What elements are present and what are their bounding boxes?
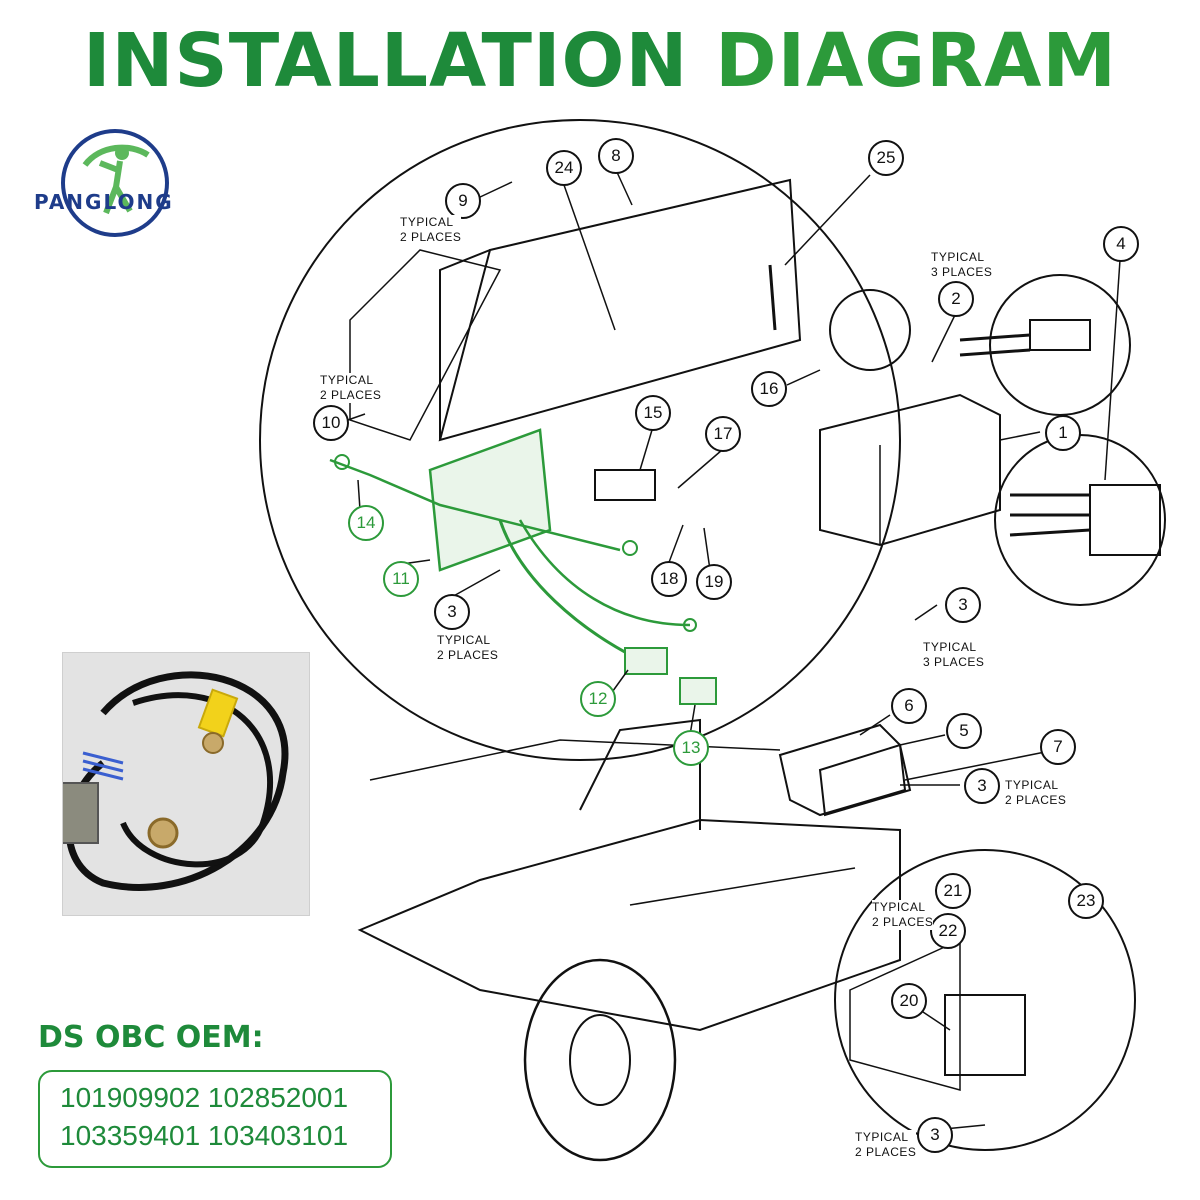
title-word-diagram: DIAGRAM [715, 18, 1118, 104]
places-label: 2 PLACES [437, 648, 499, 662]
callout-3d: 3 [917, 1117, 953, 1153]
callout-3b: 3 [945, 587, 981, 623]
callout-21: 21 [935, 873, 971, 909]
callout-10: 10 [313, 405, 349, 441]
callout-3a: 3 [434, 594, 470, 630]
oem-number-box: 101909902 102852001 103359401 103403101 [38, 1070, 392, 1168]
yellow-grommet [197, 688, 239, 738]
places-label: 2 PLACES [1005, 793, 1067, 807]
callout-11: 11 [383, 561, 419, 597]
typical-label: TYPICAL [923, 640, 977, 654]
callout-20: 20 [891, 983, 927, 1019]
callout-4: 4 [1103, 226, 1139, 262]
harness-wire-14 [329, 458, 621, 552]
obc-bracket-board [428, 428, 552, 572]
callout-16: 16 [751, 371, 787, 407]
callout-24: 24 [546, 150, 582, 186]
connector-13 [679, 677, 717, 705]
places-label: 2 PLACES [400, 230, 462, 244]
places-label: 3 PLACES [931, 265, 993, 279]
harness-wire-12 [498, 519, 641, 662]
oem-line-2: 103359401 103403101 [60, 1120, 349, 1151]
callout-2: 2 [938, 281, 974, 317]
callout-13: 13 [673, 730, 709, 766]
golfer-swing-icon [82, 144, 150, 167]
callout-14: 14 [348, 505, 384, 541]
places-label: 2 PLACES [855, 1145, 917, 1159]
tire [523, 958, 677, 1162]
typical-label: TYPICAL [400, 215, 454, 229]
callout-1: 1 [1045, 415, 1081, 451]
detail-circle-lower [834, 849, 1136, 1151]
typical-label: TYPICAL [437, 633, 491, 647]
callout-5: 5 [946, 713, 982, 749]
callout-19: 19 [696, 564, 732, 600]
places-label: 3 PLACES [923, 655, 985, 669]
callout-12: 12 [580, 681, 616, 717]
logo-text: PANGLONG [34, 190, 174, 214]
brand-logo [61, 129, 169, 237]
vehicle-frame [357, 818, 901, 1032]
callout-7: 7 [1040, 729, 1076, 765]
harness-photo [57, 652, 310, 916]
photo-connector [57, 782, 99, 844]
callout-3c: 3 [964, 768, 1000, 804]
page-title: INSTALLATION DIAGRAM [0, 18, 1200, 104]
typical-label: TYPICAL [1005, 778, 1059, 792]
callout-17: 17 [705, 416, 741, 452]
title-word-installation: INSTALLATION [82, 18, 689, 104]
typical-label: TYPICAL [872, 900, 926, 914]
callout-23: 23 [1068, 883, 1104, 919]
callout-6: 6 [891, 688, 927, 724]
callout-8: 8 [598, 138, 634, 174]
controller-unit [819, 393, 1001, 547]
typical-label: TYPICAL [931, 250, 985, 264]
oem-label: DS OBC OEM: [38, 1020, 264, 1055]
frame-outline [349, 249, 502, 441]
detail-circle-upper [259, 119, 901, 761]
callout-25: 25 [868, 140, 904, 176]
typical-label: TYPICAL [320, 373, 374, 387]
callout-9: 9 [445, 183, 481, 219]
callout-22: 22 [930, 913, 966, 949]
oem-line-1: 101909902 102852001 [60, 1082, 349, 1113]
typical-label: TYPICAL [855, 1130, 909, 1144]
places-label: 2 PLACES [320, 388, 382, 402]
callout-15: 15 [635, 395, 671, 431]
solenoid [944, 994, 1026, 1076]
leader-lines [344, 169, 1121, 1131]
connector-12 [624, 647, 668, 675]
places-label: 2 PLACES [872, 915, 934, 929]
callout-18: 18 [651, 561, 687, 597]
mounting-panel [438, 178, 802, 442]
